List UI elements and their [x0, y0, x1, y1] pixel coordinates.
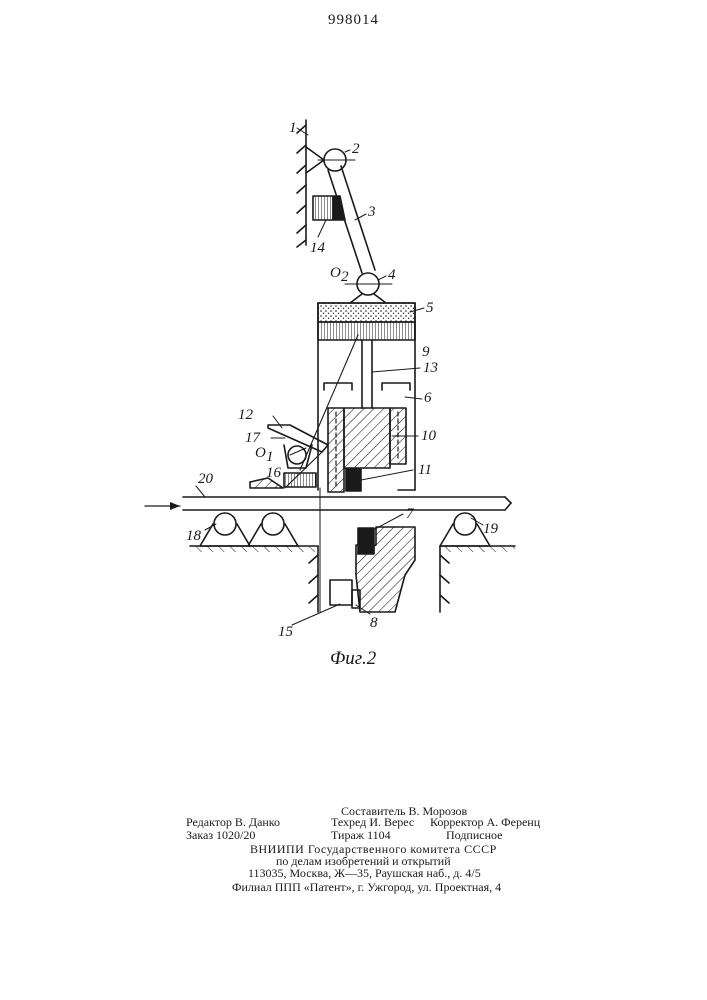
imprint-branch: Филиал ППП «Патент», г. Ужгород, ул. Про… [232, 880, 501, 895]
imprint-circulation: Тираж 1104 [331, 828, 391, 843]
label-1: 1 [289, 120, 297, 136]
label-2: 2 [352, 141, 360, 157]
label-o1: O [255, 445, 266, 461]
label-13: 13 [423, 360, 438, 376]
support-15 [330, 580, 360, 608]
label-11: 11 [418, 462, 432, 478]
wall-1 [297, 120, 306, 247]
label-17: 17 [245, 430, 262, 446]
label-10: 10 [421, 428, 437, 444]
label-12: 12 [238, 407, 254, 423]
part-labels: 1 2 3 14 O 2 4 5 9 13 6 12 17 10 O 1 16 … [186, 120, 499, 669]
label-20: 20 [198, 471, 214, 487]
label-16: 16 [266, 465, 282, 481]
label-8: 8 [370, 615, 378, 631]
slider-10 [328, 408, 406, 492]
conveyor-20 [145, 497, 511, 510]
label-14: 14 [310, 240, 326, 256]
figure-caption: Фиг.2 [330, 648, 377, 669]
label-3: 3 [367, 204, 376, 220]
label-5: 5 [426, 300, 434, 316]
label-18: 18 [186, 528, 202, 544]
label-6: 6 [424, 390, 432, 406]
imprint-order: Заказ 1020/20 [186, 828, 255, 843]
imprint-subscription: Подписное [446, 828, 503, 843]
pivot-4 [345, 273, 392, 303]
label-19: 19 [483, 521, 499, 537]
label-4: 4 [388, 267, 396, 283]
rollers-18 [200, 513, 298, 546]
label-9: 9 [422, 344, 430, 360]
roller-16 [284, 445, 316, 487]
imprint-org-line3: 113035, Москва, Ж—35, Раушская наб., д. … [248, 866, 481, 881]
rod-13 [362, 340, 372, 408]
lower-jaw-7 [356, 527, 415, 612]
label-o2: O [330, 265, 341, 281]
label-o1-sub: 1 [266, 449, 274, 465]
label-o2-sub: 2 [341, 269, 349, 285]
label-7: 7 [406, 506, 415, 522]
label-15: 15 [278, 624, 294, 640]
